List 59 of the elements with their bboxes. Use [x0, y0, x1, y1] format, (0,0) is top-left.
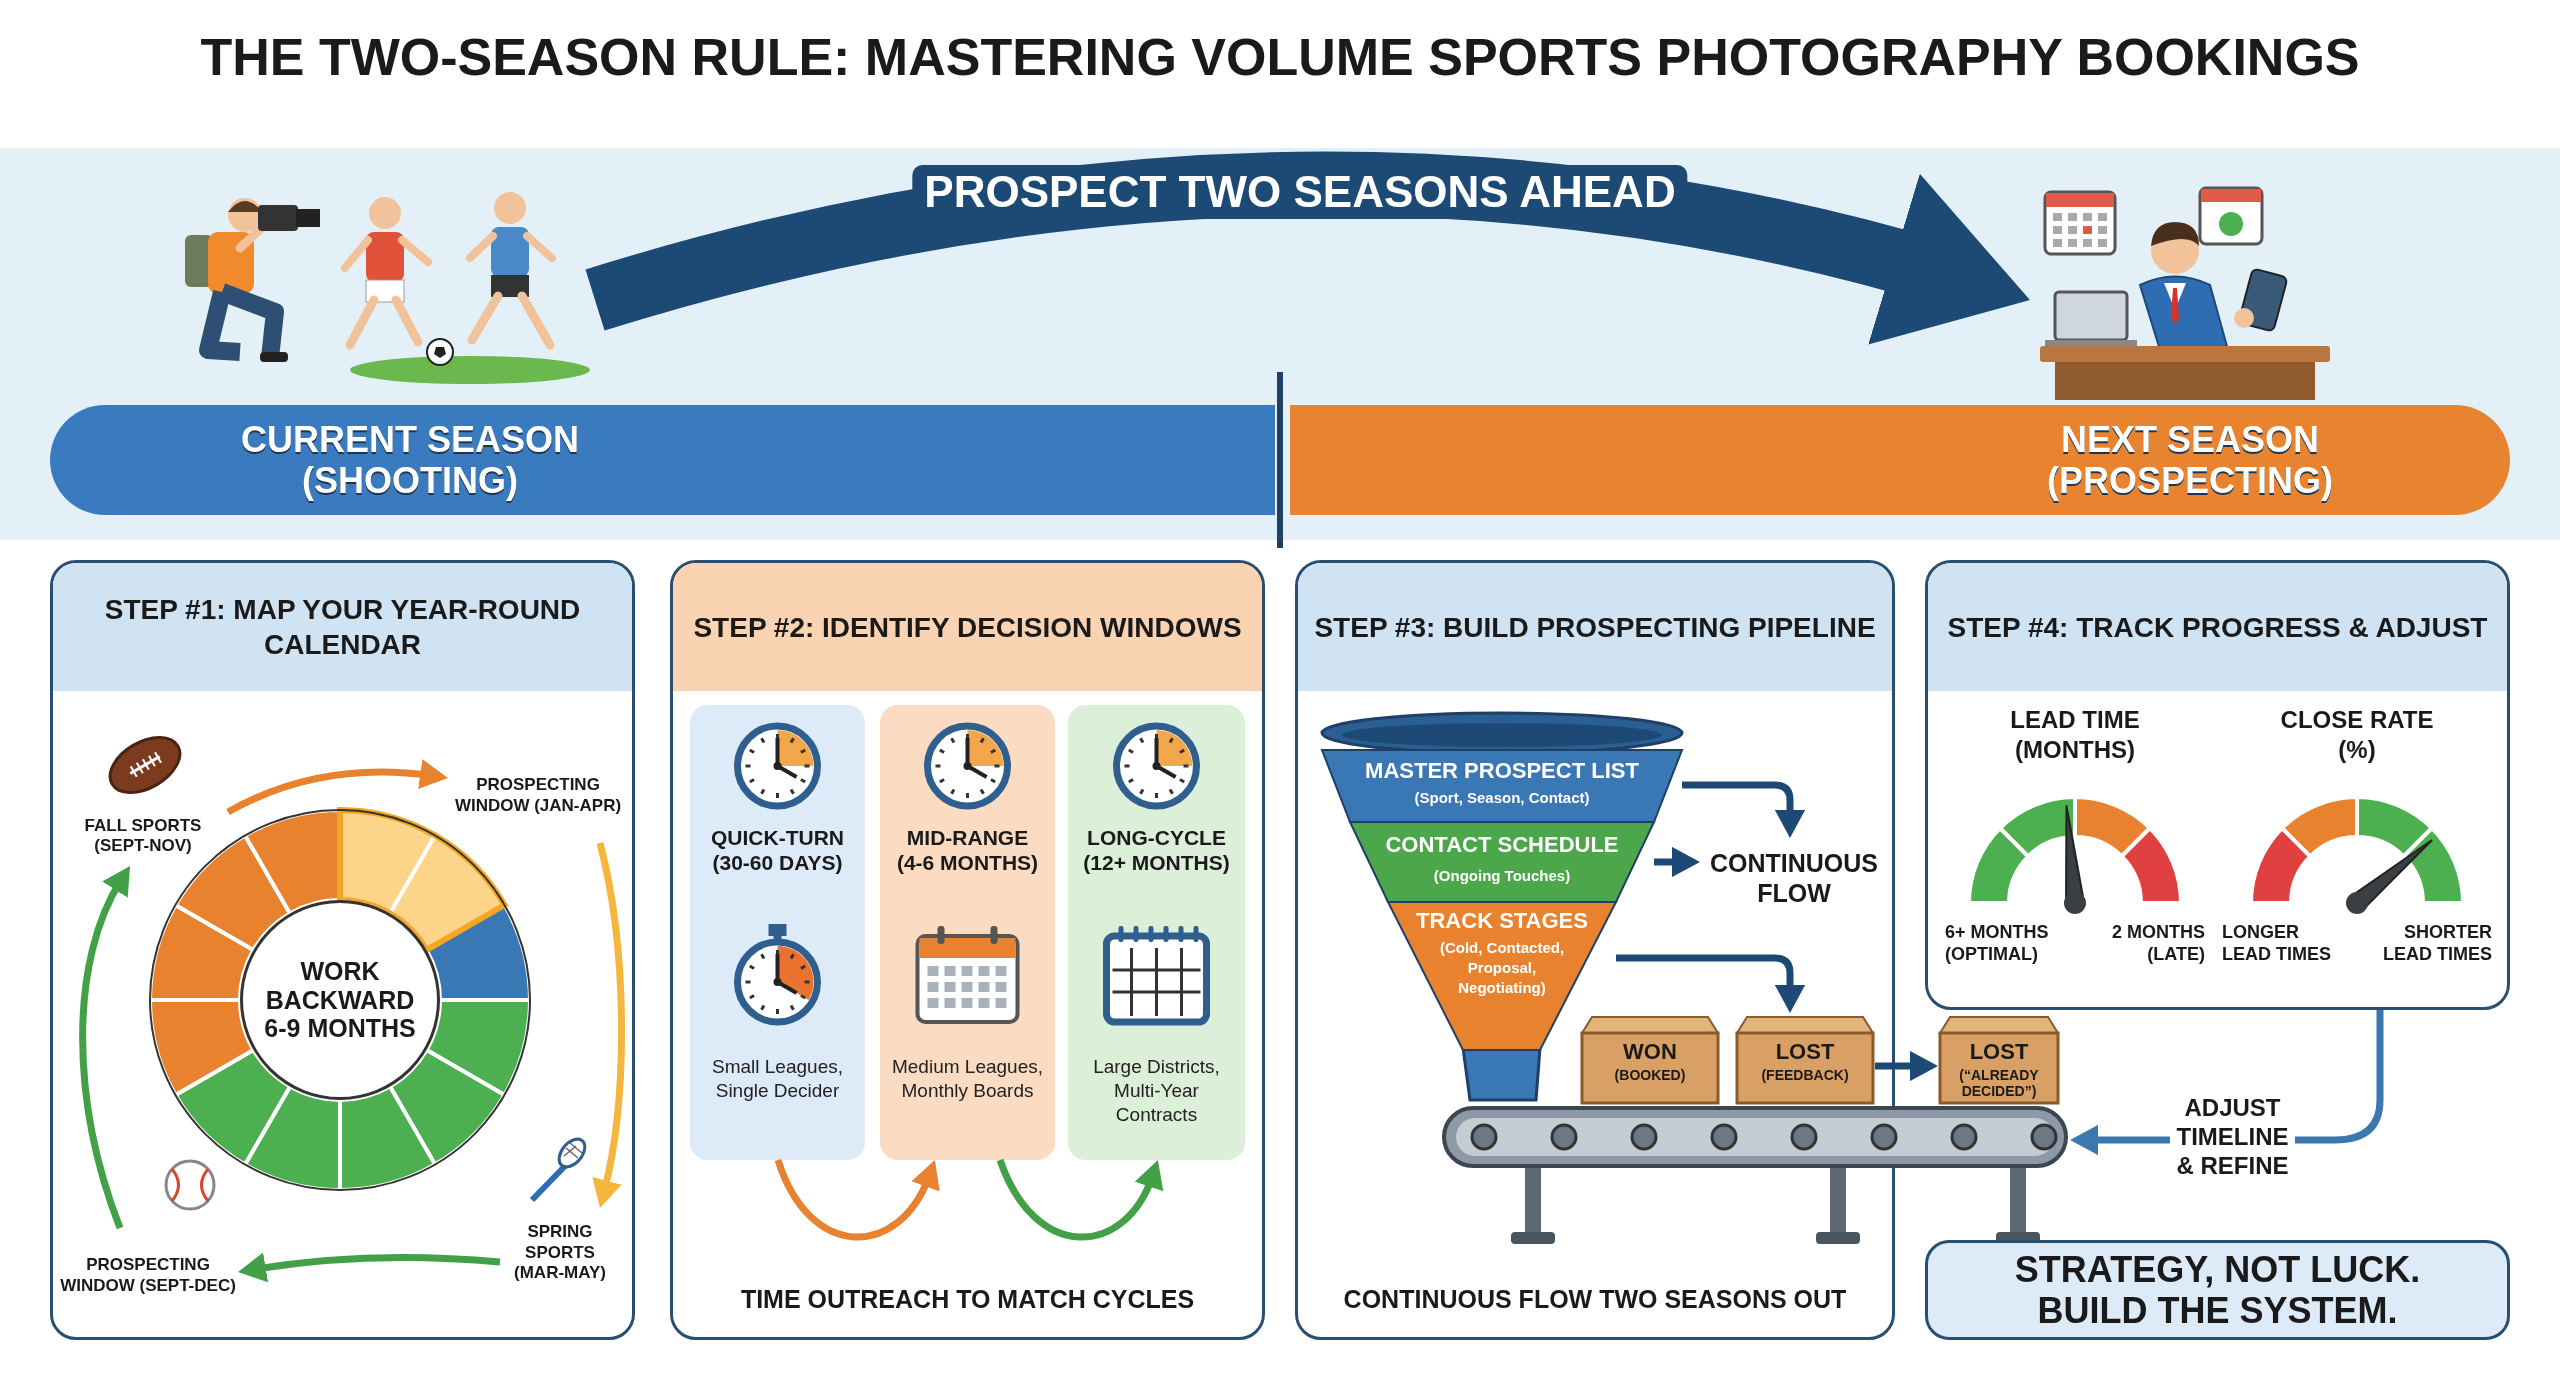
- flow-label: CONTINUOUS FLOW: [1700, 838, 1888, 918]
- season-label: FALL SPORTS (SEPT-NOV): [58, 806, 228, 866]
- cycle-card: [1068, 705, 1245, 1160]
- cycle-heading: MID-RANGE (4-6 MONTHS): [895, 825, 1040, 876]
- arrow: [996, 1158, 1162, 1241]
- step-panel: [1295, 560, 1895, 1340]
- arrow: [591, 842, 625, 1209]
- arrow: [586, 151, 2031, 347]
- layer-subtitle: (Ongoing Touches): [1432, 866, 1572, 886]
- cycle-description: Small Leagues, Single Decider: [711, 1055, 844, 1103]
- layer-title: CONTACT SCHEDULE: [1384, 832, 1620, 858]
- cycle-card: [880, 705, 1055, 1160]
- box-sublabel: (BOOKED): [1613, 1067, 1687, 1083]
- adjust-label: ADJUST TIMELINE & REFINE: [2170, 1080, 2295, 1195]
- arrow: [1654, 846, 1700, 878]
- title: THE TWO-SEASON RULE: MASTERING VOLUME SPORTS PHOTOGRAPHY BOOKINGS: [199, 27, 2361, 88]
- step-heading: STEP #3: BUILD PROSPECTING PIPELINE: [1298, 563, 1892, 691]
- layer-title: MASTER PROSPECT LIST: [1364, 758, 1640, 784]
- cycle-card: [690, 705, 865, 1160]
- step-footer: CONTINUOUS FLOW TWO SEASONS OUT: [1298, 1283, 1892, 1315]
- season-label: PROSPECTING WINDOW (SEPT-DEC): [58, 1228, 238, 1323]
- gauge-scale-label: LONGER LEAD TIMES: [2222, 921, 2332, 965]
- season-band: CURRENT SEASON (SHOOTING): [50, 405, 1275, 515]
- arrow: [79, 865, 130, 1230]
- arrow: [1616, 954, 1806, 1013]
- step-heading: STEP #2: IDENTIFY DECISION WINDOWS: [673, 563, 1262, 691]
- cycle-heading: LONG-CYCLE (12+ MONTHS): [1082, 825, 1231, 876]
- edge-label: PROSPECT TWO SEASONS AHEAD: [912, 165, 1688, 219]
- season-band: NEXT SEASON (PROSPECTING): [1290, 405, 2510, 515]
- step-panel: [1925, 560, 2510, 1010]
- arrow: [774, 1158, 939, 1241]
- season-label: SPRING SPORTS (MAR-MAY): [500, 1208, 620, 1298]
- gauge-scale-label: 6+ MONTHS (OPTIMAL): [1945, 921, 2050, 965]
- box-label: LOST: [1968, 1039, 2030, 1065]
- box-sublabel: (“ALREADY DECIDED”): [1958, 1067, 2040, 1099]
- step-heading: STEP #1: MAP YOUR YEAR-ROUND CALENDAR: [53, 563, 632, 691]
- arrow: [237, 1252, 501, 1283]
- season-label: PROSPECTING WINDOW (JAN-APR): [448, 748, 628, 843]
- layer-subtitle: (Sport, Season, Contact): [1413, 788, 1591, 808]
- box-label: WON: [1622, 1039, 1678, 1065]
- gauge-scale-label: SHORTER LEAD TIMES: [2382, 921, 2492, 965]
- layer-subtitle: (Cold, Contacted, Proposal, Negotiating): [1438, 938, 1566, 998]
- cycle-heading: QUICK-TURN (30-60 DAYS): [710, 825, 845, 876]
- step-footer: TIME OUTREACH TO MATCH CYCLES: [673, 1283, 1262, 1315]
- arrow: [226, 759, 449, 816]
- summary-banner: STRATEGY, NOT LUCK. BUILD THE SYSTEM.: [1925, 1240, 2510, 1340]
- gauge-title: CLOSE RATE (%): [2279, 705, 2435, 765]
- gauge-title: LEAD TIME (MONTHS): [2009, 705, 2141, 765]
- arrow: [1682, 781, 1806, 838]
- step-heading: STEP #4: TRACK PROGRESS & ADJUST: [1928, 563, 2507, 691]
- step-panel: [670, 560, 1265, 1340]
- cycle-description: Medium Leagues, Monthly Boards: [890, 1055, 1044, 1103]
- box-sublabel: (FEEDBACK): [1760, 1067, 1850, 1083]
- cycle-description: Large Districts, Multi-Year Contracts: [1092, 1055, 1221, 1127]
- step-panel: [50, 560, 635, 1340]
- box-label: LOST: [1774, 1039, 1836, 1065]
- gauge-scale-label: 2 MONTHS (LATE): [2111, 921, 2205, 965]
- arrow: [1875, 1050, 1938, 1082]
- layer-title: TRACK STAGES: [1415, 908, 1589, 934]
